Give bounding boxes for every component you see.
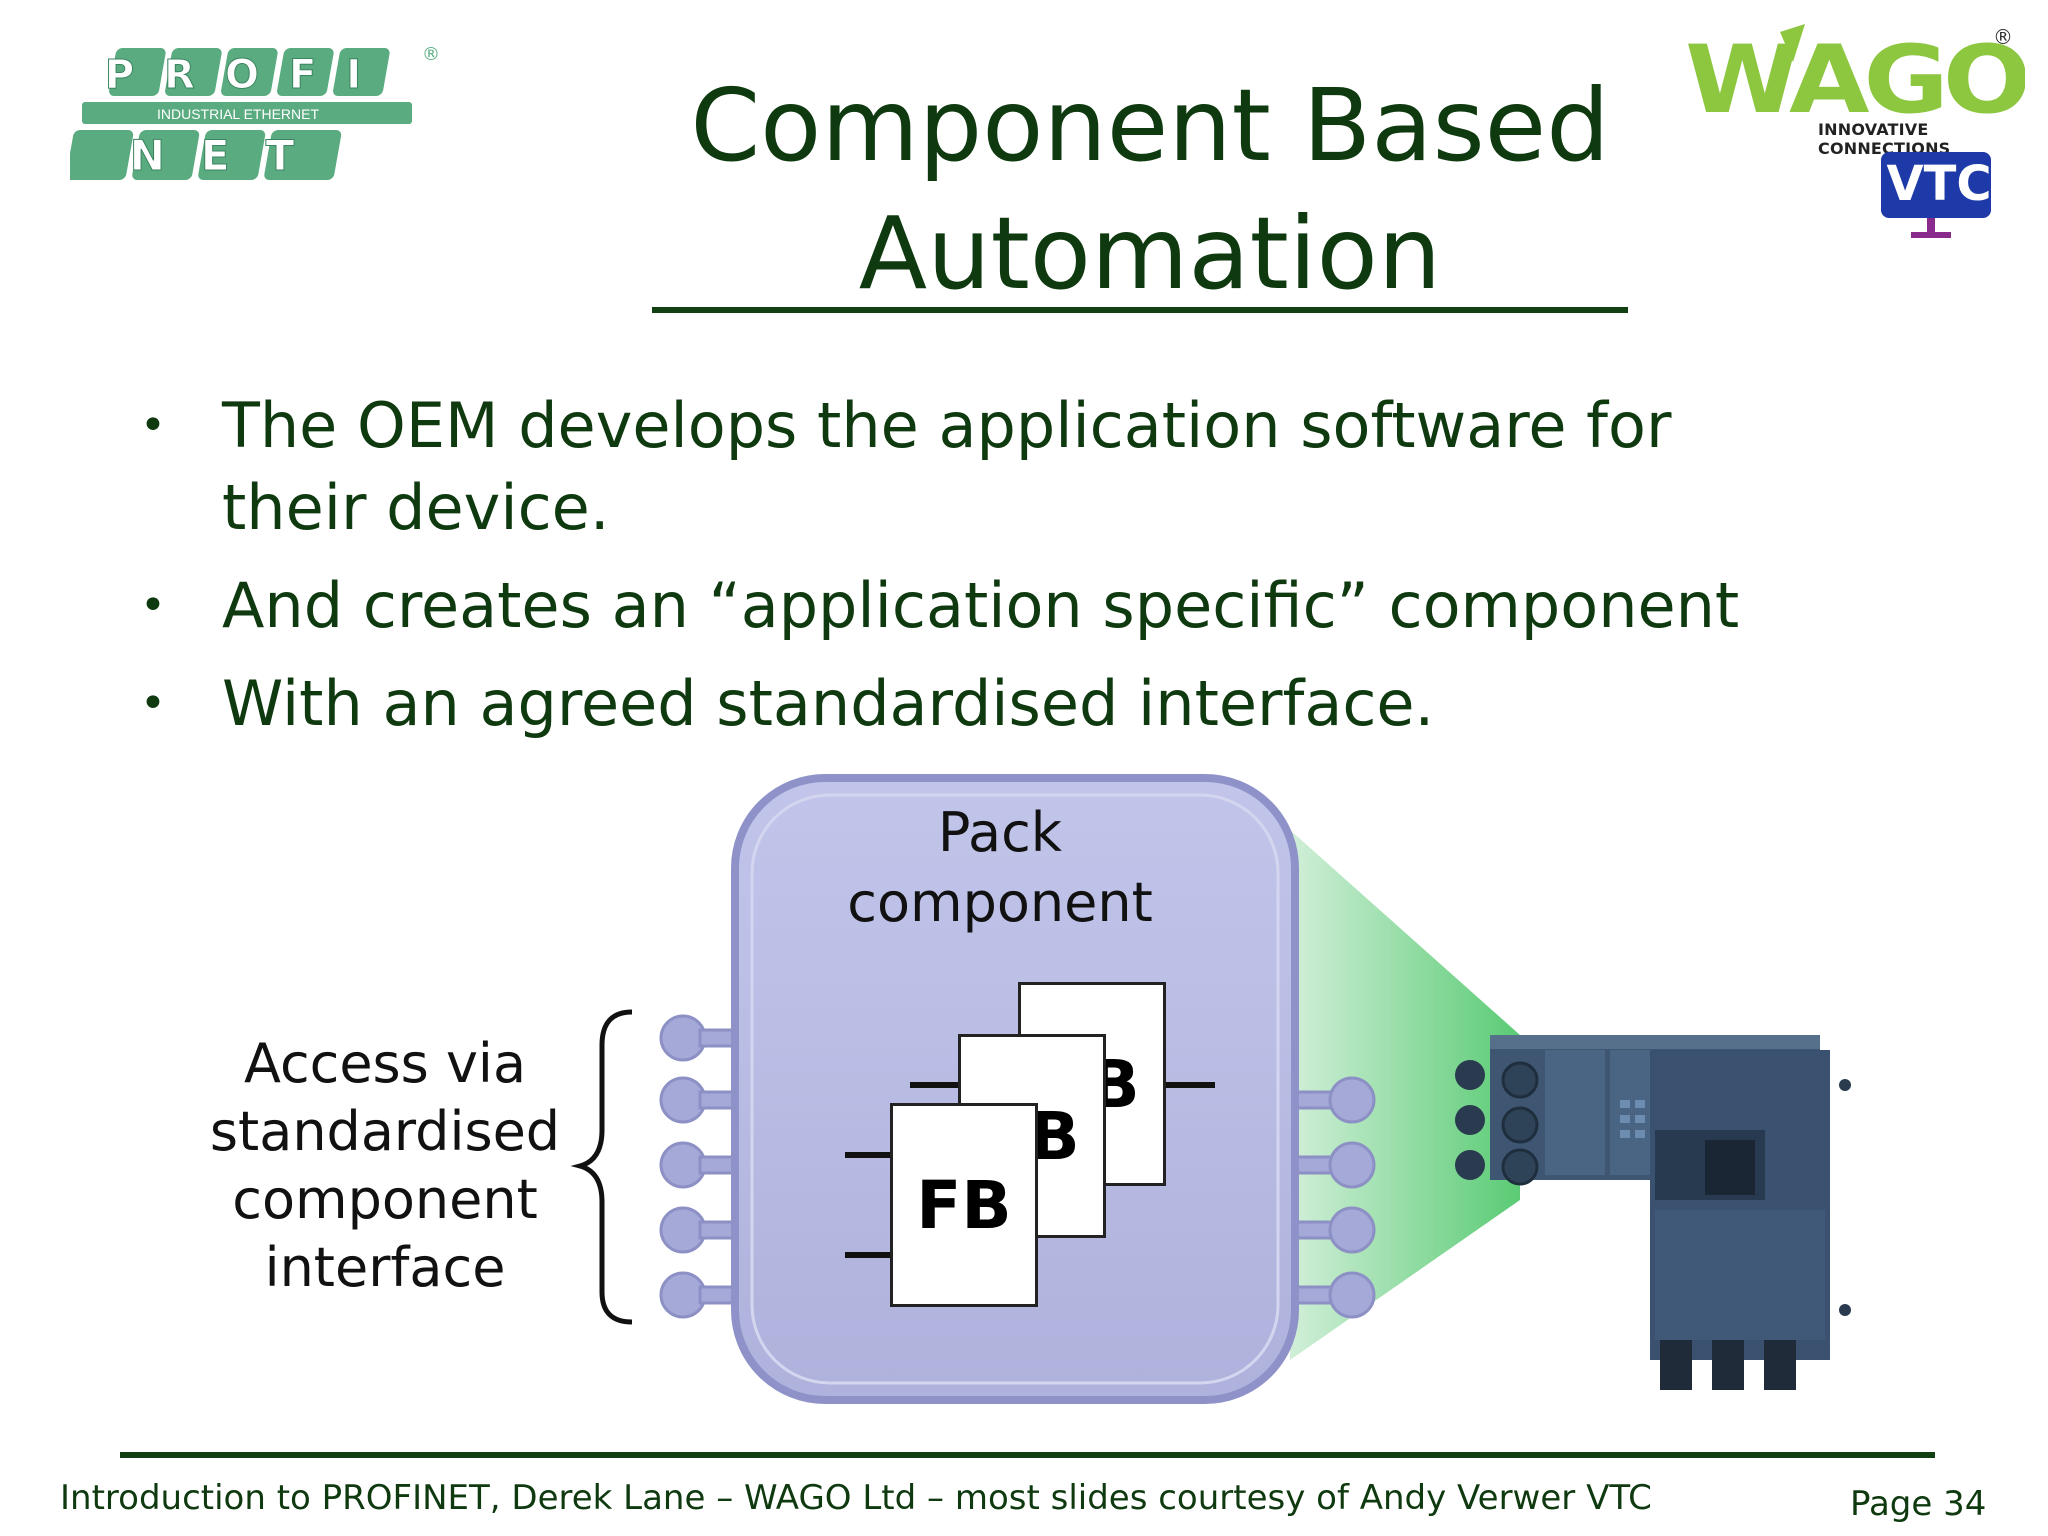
pack-title-line-1: Pack <box>937 801 1063 864</box>
slide-title-line-1: Component Based <box>690 67 1610 184</box>
right-interface-connectors <box>1288 1076 1376 1319</box>
footer-rule <box>120 1452 1935 1458</box>
title-underline <box>652 307 1628 313</box>
vtc-logo <box>1881 152 1991 238</box>
profinet-logo: PROFI INDUSTRIAL ETHERNET NET ® <box>70 44 440 181</box>
profinet-band-text: INDUSTRIAL ETHERNET <box>157 106 320 122</box>
wago-registered-mark: ® <box>1993 25 2013 49</box>
interface-brace <box>570 1009 633 1325</box>
bullet-text: The OEM develops the application softwar… <box>222 389 1672 544</box>
bullet-marker: • <box>140 678 166 729</box>
access-line-3: component <box>232 1168 538 1231</box>
access-line-2: standardised <box>209 1100 561 1163</box>
pack-component-title: Pack component <box>800 798 1200 938</box>
bullet-text: And creates an “application specific” co… <box>222 569 1740 642</box>
slide-title: Component Based Automation <box>650 62 1650 318</box>
wago-logo: WAGO ® <box>1685 24 2025 132</box>
bullet-marker: • <box>140 400 166 451</box>
access-line-1: Access via <box>243 1032 527 1095</box>
function-block-front: FB <box>890 1103 1038 1307</box>
bullet-item: • With an agreed standardised interface. <box>140 663 1780 745</box>
drive-device-image <box>1455 1035 1851 1390</box>
profinet-bottom-text: NET <box>130 131 331 180</box>
access-label: Access via standardised component interf… <box>195 1030 575 1302</box>
access-line-4: interface <box>264 1236 506 1299</box>
wago-logo-text: WAGO <box>1685 26 2025 132</box>
pack-title-line-2: component <box>847 871 1153 934</box>
profinet-registered-mark: ® <box>422 44 440 65</box>
profinet-top-text: PROFI <box>105 52 391 98</box>
bullet-marker: • <box>140 580 166 631</box>
bullet-text: With an agreed standardised interface. <box>222 667 1435 740</box>
slide-title-line-2: Automation <box>858 195 1442 312</box>
component-diagram <box>570 774 1851 1404</box>
bullet-item: • The OEM develops the application softw… <box>140 385 1780 549</box>
bullet-list: • The OEM develops the application softw… <box>140 385 1780 761</box>
vtc-logo-text: VTC <box>1886 156 1992 212</box>
page-number: Page 34 <box>1850 1484 1987 1524</box>
footer-credit: Introduction to PROFINET, Derek Lane – W… <box>60 1478 1652 1518</box>
bullet-item: • And creates an “application specific” … <box>140 565 1780 647</box>
